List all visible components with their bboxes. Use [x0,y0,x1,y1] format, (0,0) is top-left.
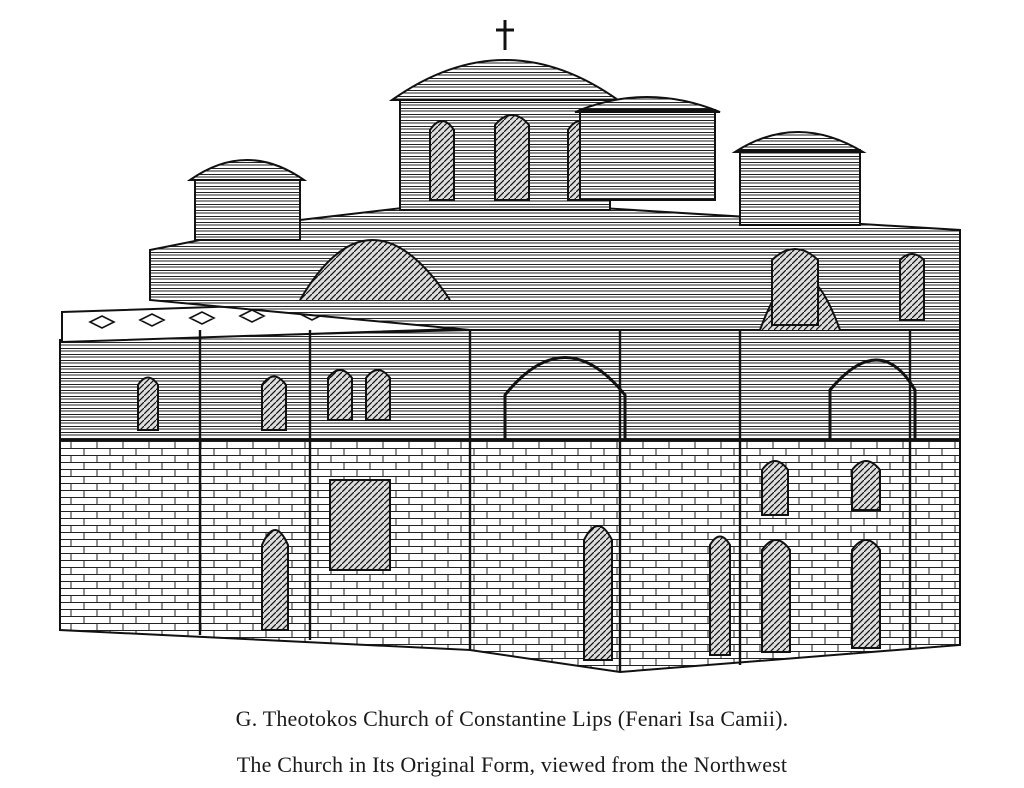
figure-caption-title: G. Theotokos Church of Constantine Lips … [235,706,789,731]
dome-cross [496,20,514,50]
dome-northeast [731,131,867,226]
dome-north-center [574,96,721,201]
dome-northwest [186,159,308,241]
north-windows [761,248,925,516]
church-building [59,20,961,674]
upper-wall-north [469,329,961,441]
west-windows [137,369,391,571]
church-illustration [59,20,961,674]
main-dome-cap [388,59,622,101]
pilasters [198,330,912,672]
north-arch-1 [503,356,627,440]
doors [261,525,881,661]
figure-caption-subtitle: The Church in Its Original Form, viewed … [236,752,788,777]
west-gable-arch [299,239,451,301]
